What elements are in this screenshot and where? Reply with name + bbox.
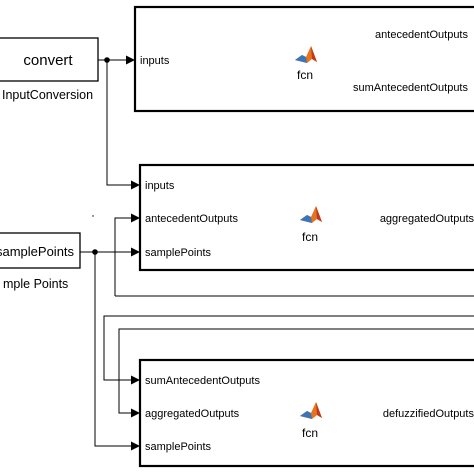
fcn3-input-port-label: aggregatedOutputs xyxy=(145,408,240,420)
stray-mark xyxy=(92,215,94,217)
signal-line[interactable] xyxy=(103,315,474,385)
branch-point xyxy=(104,57,110,63)
fcn2-function-label: fcn xyxy=(302,230,318,244)
convert-block-caption: InputConversion xyxy=(2,88,93,102)
sample-points-block[interactable]: samplePoints xyxy=(0,232,81,269)
fcn3-function-label: fcn xyxy=(302,426,318,440)
sample-points-block-caption: mple Points xyxy=(3,277,68,291)
fcn2-input-port-label: antecedentOutputs xyxy=(145,213,238,225)
fcn1-function-label: fcn xyxy=(297,68,313,82)
fcn2-input-port-label: samplePoints xyxy=(145,247,212,259)
signal-line[interactable] xyxy=(94,252,140,451)
sample-points-block-title: samplePoints xyxy=(0,244,75,259)
signal-line[interactable] xyxy=(114,213,140,296)
fcn3-input-port-label: samplePoints xyxy=(145,441,212,453)
fcn1-output-port-label: antecedentOutputs xyxy=(375,29,468,41)
fcn3-input-port-label: sumAntecedentOutputs xyxy=(145,375,260,387)
convert-block-title: convert xyxy=(23,52,73,69)
signal-lines xyxy=(80,55,474,451)
fcn3-output-port-label: defuzzifiedOutputs xyxy=(383,408,474,420)
fcn2-output-port-label: aggregatedOutputs xyxy=(380,213,474,225)
fcn-block-2[interactable]: inputs antecedentOutputs samplePoints ag… xyxy=(138,163,474,272)
signal-line[interactable] xyxy=(118,328,474,418)
fcn1-output-port-label: sumAntecedentOutputs xyxy=(353,82,468,94)
fcn1-input-port-label: inputs xyxy=(140,55,170,67)
fcn2-input-port-label: inputs xyxy=(145,180,175,192)
fcn-block-1[interactable]: inputs antecedentOutputs sumAntecedentOu… xyxy=(133,5,474,113)
signal-line[interactable] xyxy=(106,60,140,190)
convert-block[interactable]: convert xyxy=(0,37,99,82)
fcn-block-3[interactable]: sumAntecedentOutputs aggregatedOutputs s… xyxy=(138,358,474,468)
